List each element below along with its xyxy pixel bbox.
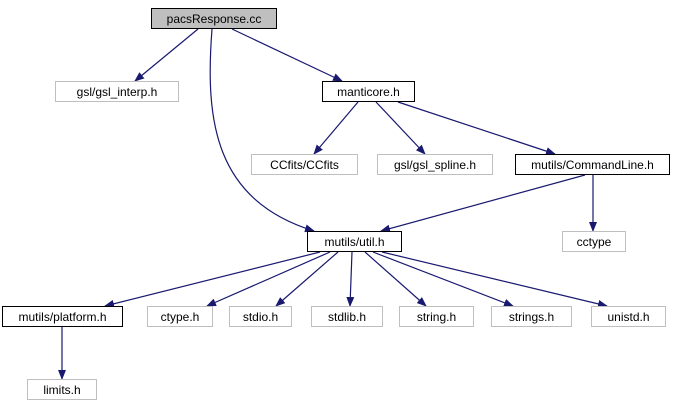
node-platform[interactable]: mutils/platform.h [2,306,123,327]
edge-manticore-to-gsl-spline [375,101,426,155]
edge-util-to-strings [372,251,514,307]
node-manticore[interactable]: manticore.h [322,81,415,102]
node-unistd[interactable]: unistd.h [591,306,666,327]
node-cctype[interactable]: cctype [562,231,626,252]
node-stdlib[interactable]: stdlib.h [311,306,383,327]
node-commandline[interactable]: mutils/CommandLine.h [515,154,670,175]
edge-commandline-to-util [380,174,586,233]
edge-util-to-string [364,251,427,307]
edge-manticore-to-commandline [397,101,556,155]
edge-util-to-platform [104,251,321,308]
edge-pacs-response-to-gsl-interp [134,28,199,82]
node-util[interactable]: mutils/util.h [307,231,402,252]
node-ctype[interactable]: ctype.h [147,306,213,327]
node-stdio[interactable]: stdio.h [229,306,292,327]
node-gsl-spline[interactable]: gsl/gsl_spline.h [377,154,493,175]
node-strings[interactable]: strings.h [491,306,572,327]
node-ccfits[interactable]: CCfits/CCfits [251,154,358,175]
node-limits[interactable]: limits.h [27,379,97,400]
edge-util-to-stdlib [346,251,355,307]
edge-util-to-stdio [275,251,339,307]
edge-manticore-to-ccfits [313,101,359,155]
edge-util-to-ctype [206,251,331,307]
edge-pacs-response-to-manticore [231,28,343,82]
edge-pacs-response-to-util [209,28,315,233]
edge-util-to-unistd [381,251,608,308]
node-gsl-interp[interactable]: gsl/gsl_interp.h [55,81,179,102]
node-string[interactable]: string.h [399,306,474,327]
node-pacs-response[interactable]: pacsResponse.cc [151,8,277,29]
